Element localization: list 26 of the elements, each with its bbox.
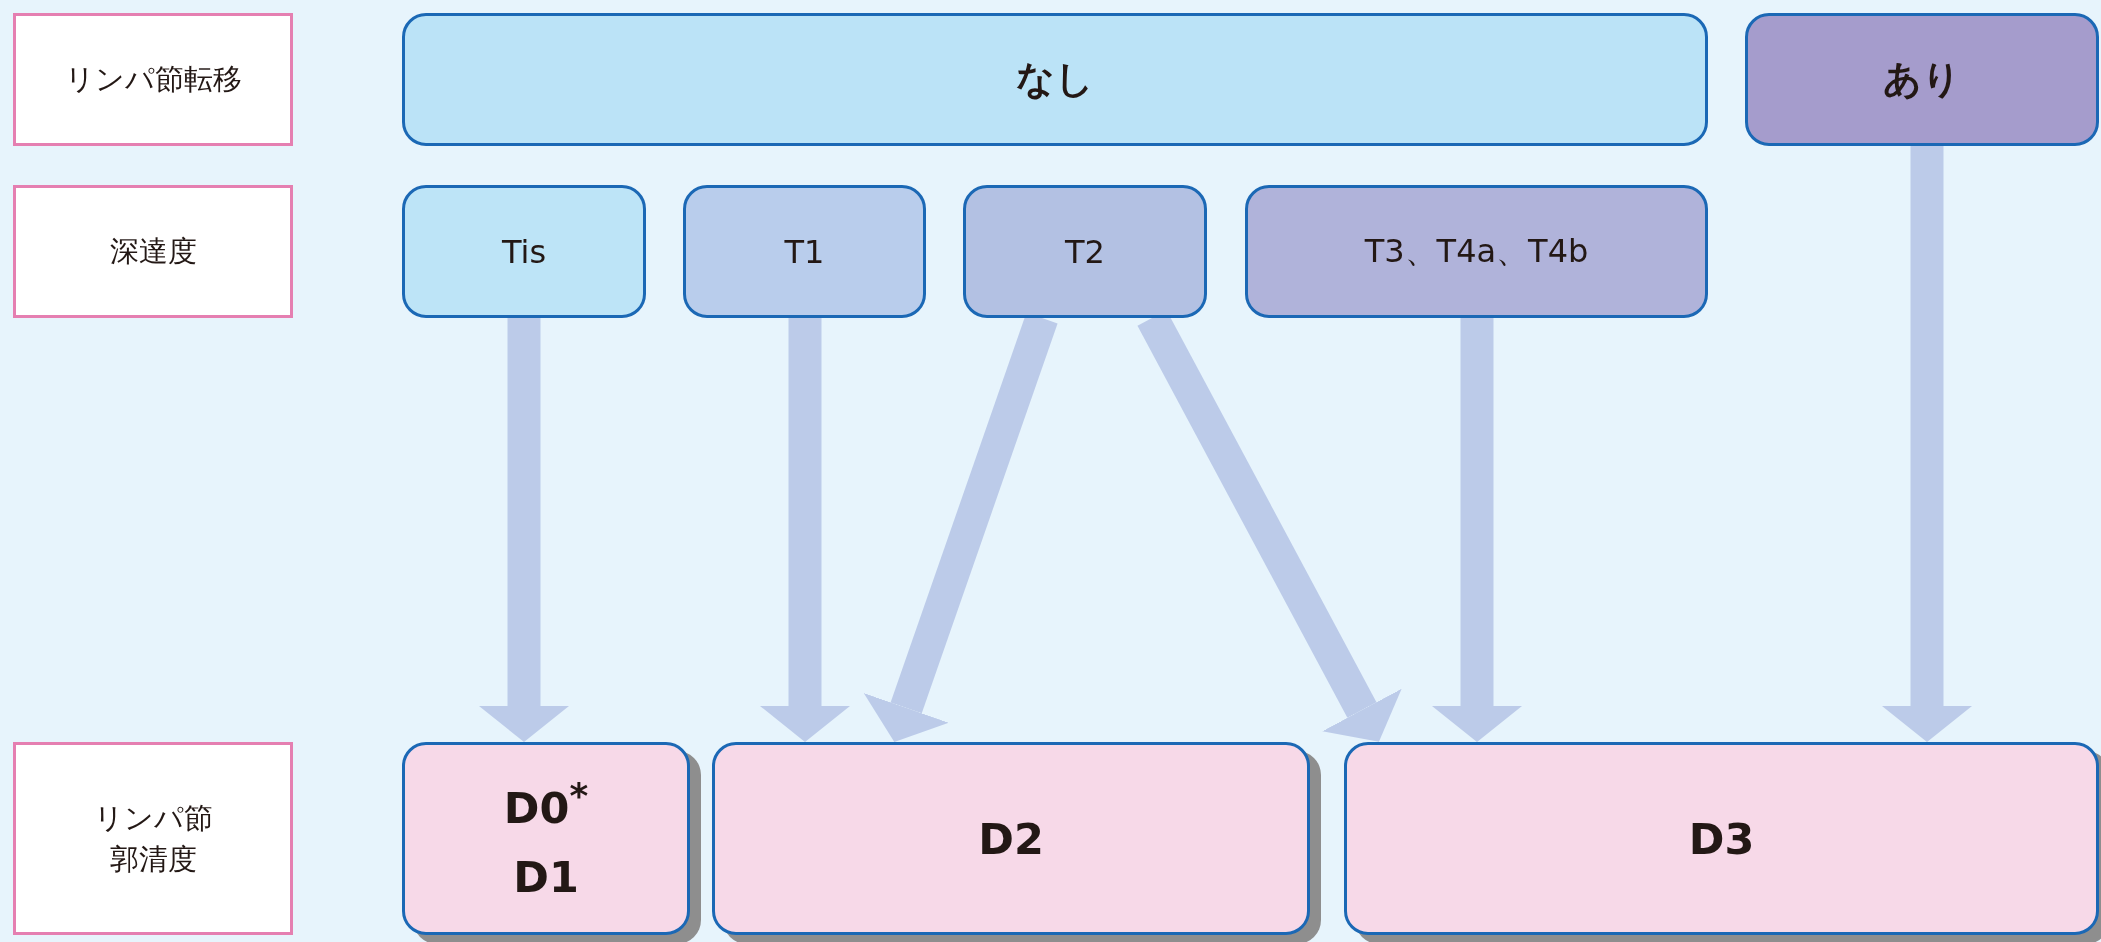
box-label: Tis	[501, 232, 547, 271]
category-box	[1745, 13, 2099, 146]
block-arrow	[1882, 146, 1972, 742]
row-label: 深達度	[109, 232, 197, 270]
box-label: T3、T4a、T4b	[1364, 230, 1589, 272]
row-label-box	[13, 185, 293, 318]
box-label: あり	[1883, 56, 1961, 103]
block-arrow	[760, 318, 850, 742]
box-label: D2	[978, 813, 1044, 864]
category-box	[402, 185, 646, 318]
box-label: なし	[1016, 56, 1094, 103]
category-box	[1245, 185, 1708, 318]
box-label: D3	[1688, 813, 1755, 864]
block-arrow	[479, 318, 569, 742]
box-label: T1	[784, 232, 825, 271]
row-label: リンパ節転移	[64, 60, 242, 98]
box-label: D0$^{*}$	[503, 775, 589, 834]
category-box	[683, 185, 926, 318]
block-arrow	[1432, 318, 1522, 742]
category-box	[402, 13, 1708, 146]
category-box	[963, 185, 1207, 318]
box-label: T2	[1065, 232, 1105, 271]
row-label-box	[13, 742, 293, 935]
box-label: D1	[513, 851, 579, 902]
row-label: リンパ節郭清度	[92, 799, 214, 878]
row-label-box	[13, 13, 293, 146]
